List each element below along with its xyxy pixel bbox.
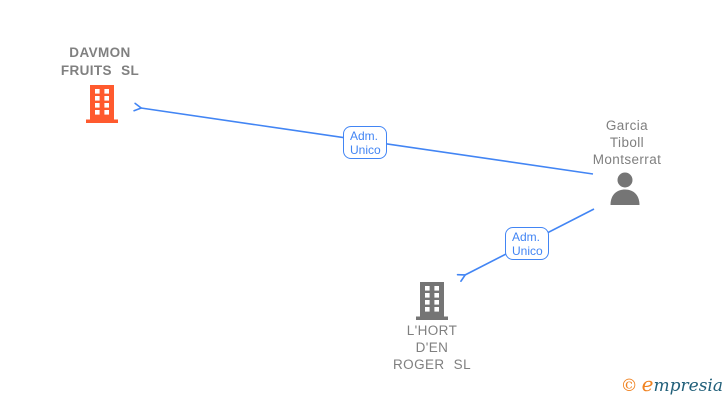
node-label-line: ROGER SL	[393, 357, 471, 372]
edge-label-line: Adm.	[350, 129, 379, 143]
edge-label-line: Unico	[512, 244, 543, 258]
building-icon[interactable]	[86, 85, 118, 128]
node-label-davmon-fruits-sl[interactable]: DAVMON FRUITS SL	[30, 44, 170, 80]
edge-label-line: Unico	[350, 143, 381, 157]
copyright-icon: ©	[620, 376, 638, 396]
node-label-line: Montserrat	[592, 152, 662, 167]
empresia-watermark: ©empresia	[621, 372, 723, 396]
person-icon[interactable]	[608, 172, 642, 210]
node-label-line: L'HORT	[406, 323, 458, 338]
edge-label-adm-unico-1: Adm. Unico	[343, 126, 387, 159]
node-label-line: Garcia	[605, 118, 649, 133]
node-label-lhort-den-roger-sl[interactable]: L'HORT D'EN ROGER SL	[362, 322, 502, 373]
edge-label-line: Adm.	[512, 230, 541, 244]
node-label-line: Tiboll	[609, 135, 645, 150]
watermark-brand-first-letter: e	[641, 372, 654, 396]
watermark-brand-rest: mpresia	[653, 376, 724, 396]
node-label-line: D'EN	[415, 340, 449, 355]
node-label-line: DAVMON	[69, 45, 131, 60]
node-label-garcia-tiboll-montserrat[interactable]: Garcia Tiboll Montserrat	[557, 117, 697, 168]
edge-label-adm-unico-2: Adm. Unico	[505, 227, 549, 260]
node-label-line: FRUITS SL	[60, 63, 140, 78]
building-icon[interactable]	[415, 282, 449, 325]
